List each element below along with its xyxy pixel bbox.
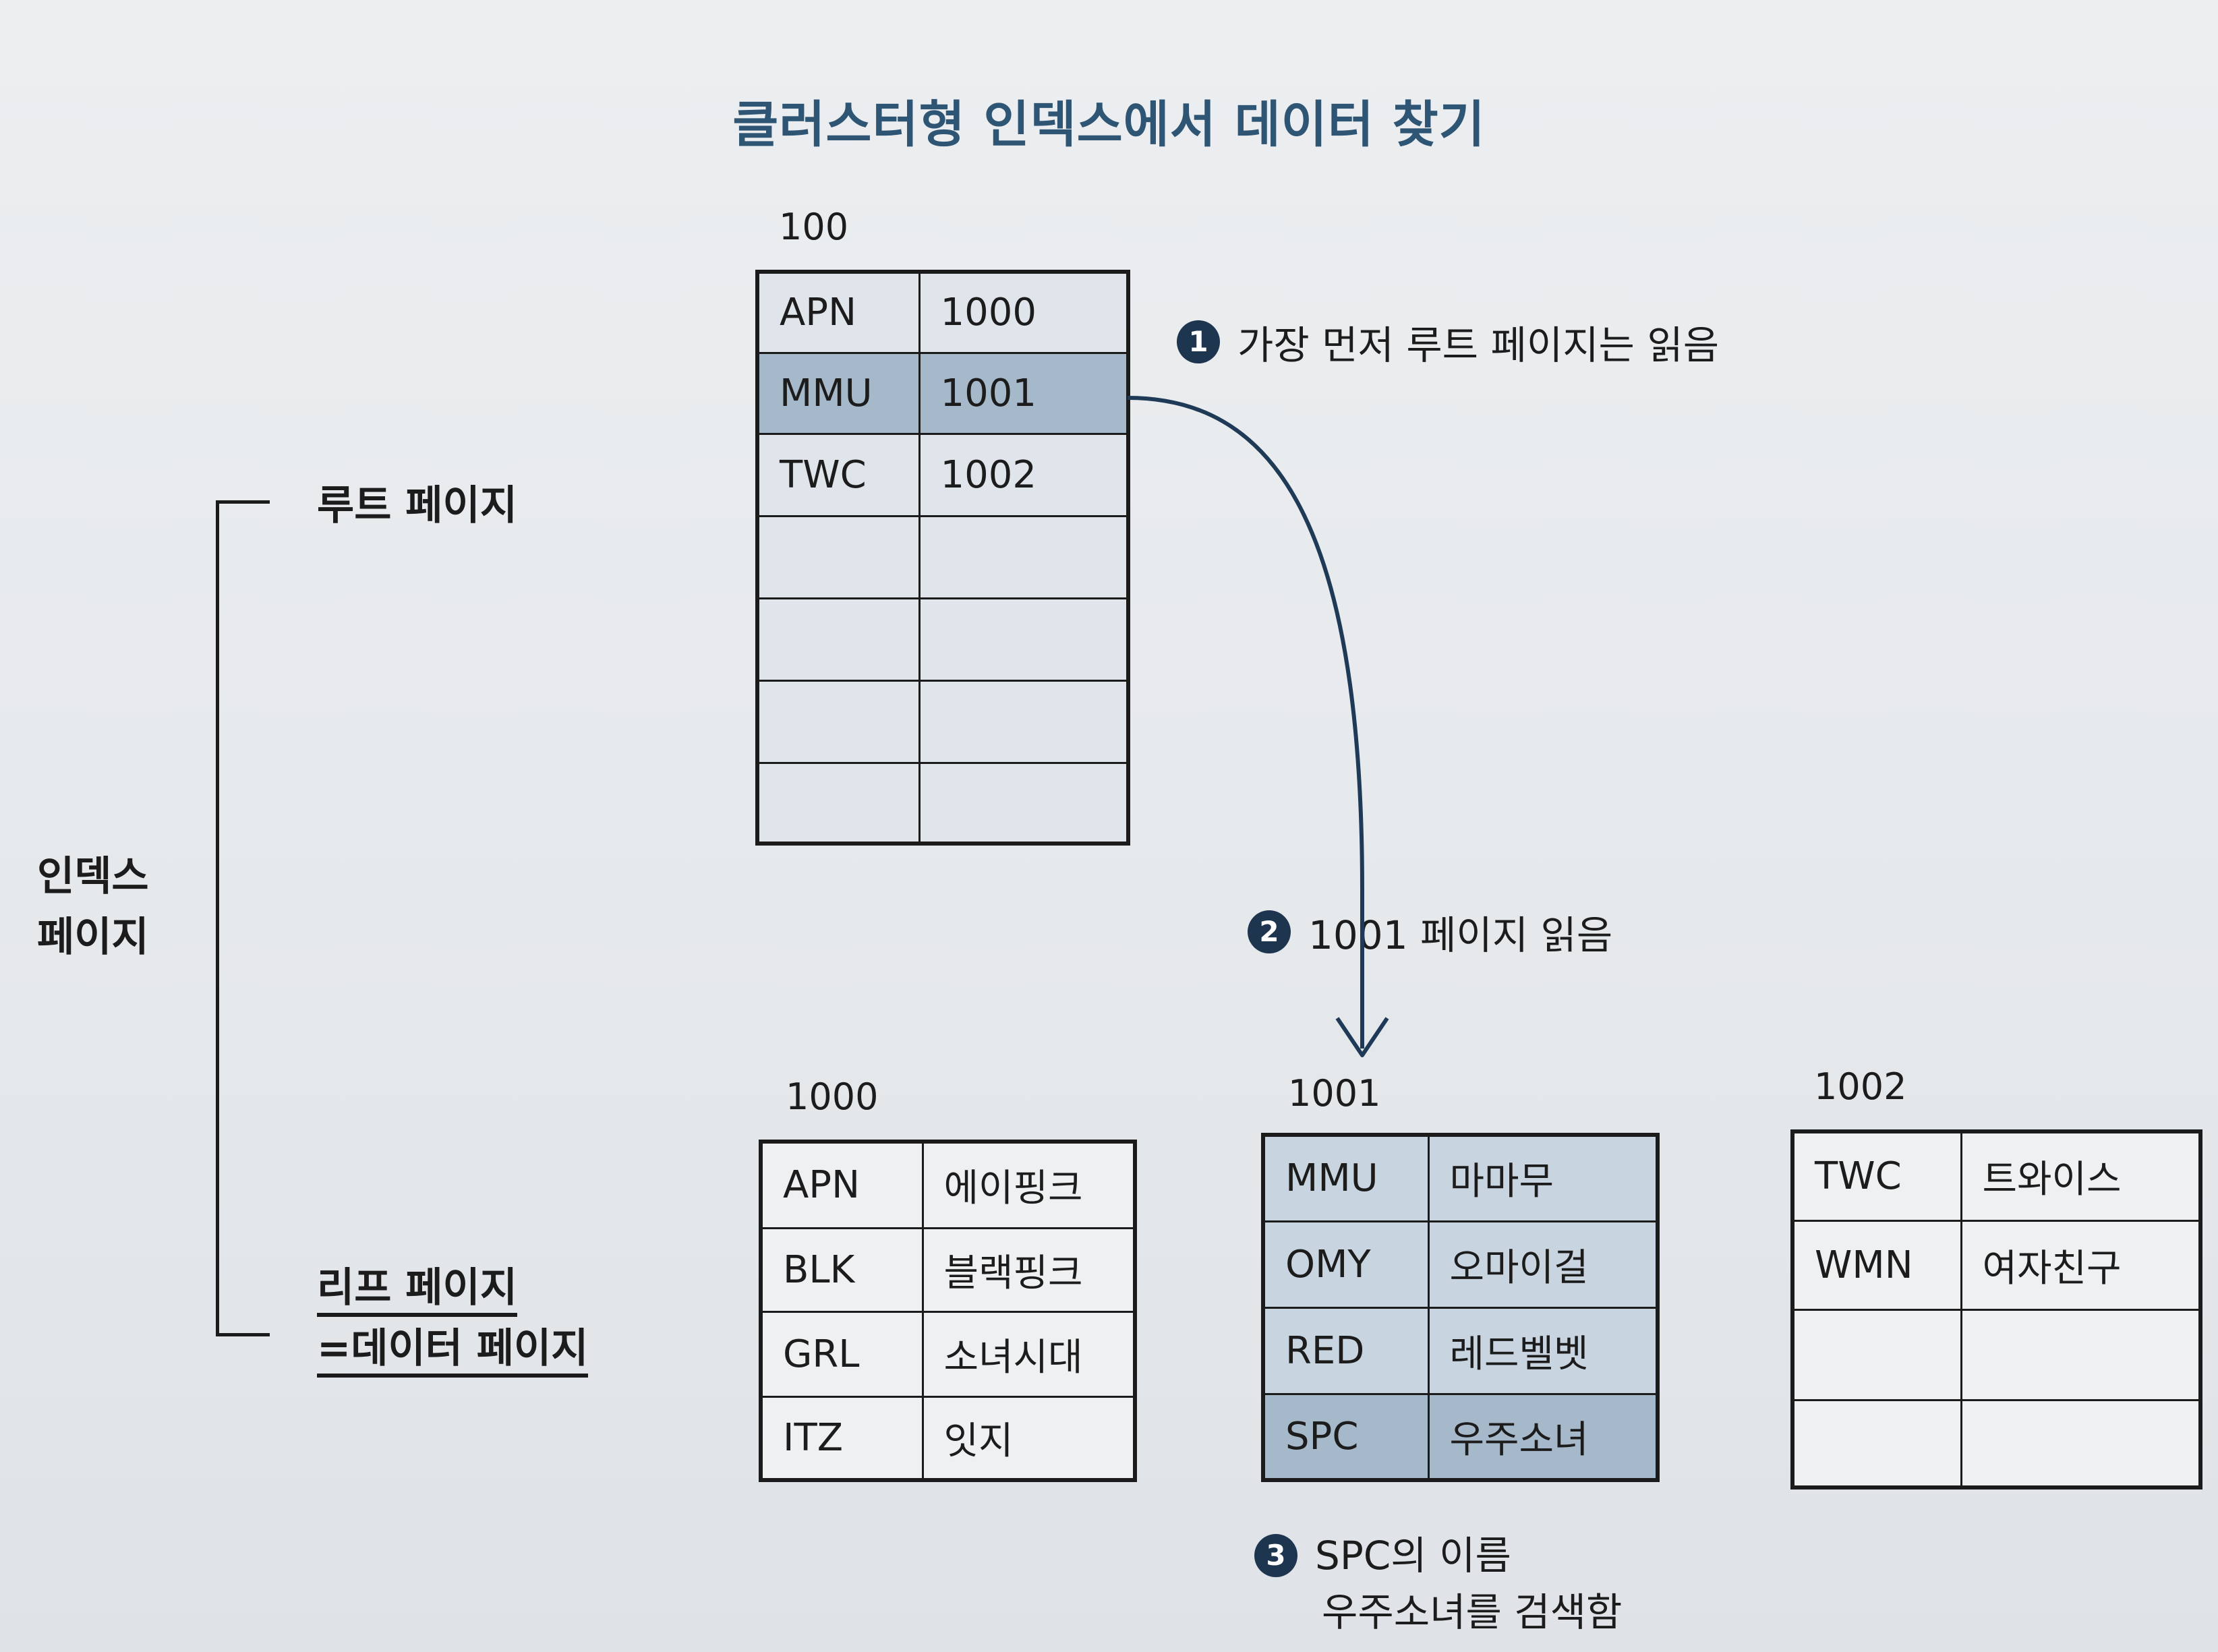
table-row-empty <box>756 761 1130 845</box>
table-row-empty <box>756 514 1130 599</box>
root-key-cell: TWC <box>756 432 921 517</box>
root-key-cell: APN <box>756 270 921 354</box>
root-key-cell: MMU <box>756 351 921 435</box>
root-page-label: 루트 페이지 <box>317 482 517 529</box>
table-row: WMN 여자친구 <box>1791 1219 2202 1311</box>
table-row-empty <box>1791 1398 2202 1489</box>
diagram-title: 클러스터형 인덱스에서 데이터 찾기 <box>732 96 1486 154</box>
leaf-page-label-line1: 리프 페이지 <box>317 1264 517 1317</box>
leaf-value-cell: 레드벨벳 <box>1427 1306 1659 1395</box>
index-bracket <box>216 500 270 1336</box>
leaf-value-cell: 마마무 <box>1427 1133 1659 1222</box>
leaf-key-cell: TWC <box>1791 1130 1962 1222</box>
table-row: MMU 마마무 <box>1262 1133 1659 1222</box>
table-row: BLK 블랙핑크 <box>759 1227 1136 1313</box>
index-page-label-line2: 페이지 <box>37 914 149 961</box>
step-3-text-line2: 우주소녀를 검색함 <box>1322 1589 1623 1636</box>
leaf-value-cell: 잇지 <box>921 1395 1136 1481</box>
table-row: RED 레드벨벳 <box>1262 1306 1659 1395</box>
step-2-badge: 2 <box>1248 910 1291 953</box>
leaf-key-cell: BLK <box>759 1227 924 1313</box>
table-row-empty <box>756 597 1130 682</box>
leaf-page-label: 리프 페이지 =데이터 페이지 <box>317 1258 589 1379</box>
leaf-key-cell: RED <box>1262 1306 1430 1395</box>
leaf-value-cell: 블랙핑크 <box>921 1227 1136 1313</box>
table-row-empty <box>1791 1308 2202 1401</box>
leaf-value-cell: 오마이걸 <box>1427 1220 1659 1309</box>
step-1-text: 가장 먼저 루트 페이지는 읽음 <box>1237 322 1720 368</box>
step-1-note: 1 가장 먼저 루트 페이지는 읽음 <box>1177 314 1719 370</box>
step-3-note: 3 SPC의 이름 우주소녀를 검색함 <box>1254 1527 1622 1641</box>
leaf-value-cell <box>1960 1398 2202 1489</box>
leaf-page-1000-table: APN 에이핑크 BLK 블랙핑크 GRL 소녀시대 ITZ 잇지 <box>759 1140 1137 1482</box>
index-page-label: 인덱스 페이지 <box>37 846 149 968</box>
root-pointer-cell: 1001 <box>918 351 1130 435</box>
leaf-key-cell: GRL <box>759 1310 924 1398</box>
leaf-key-cell: WMN <box>1791 1219 1962 1311</box>
leaf-key-cell: OMY <box>1262 1220 1430 1309</box>
table-row: TWC 1002 <box>756 432 1130 517</box>
leaf-page-1001-table: MMU 마마무 OMY 오마이걸 RED 레드벨벳 SPC 우주소녀 <box>1261 1133 1660 1482</box>
table-row: APN 에이핑크 <box>759 1140 1136 1229</box>
table-row: TWC 트와이스 <box>1791 1130 2202 1222</box>
leaf-value-cell: 우주소녀 <box>1427 1392 1659 1481</box>
table-row: OMY 오마이걸 <box>1262 1220 1659 1309</box>
root-pointer-cell: 1002 <box>918 432 1130 517</box>
table-row: APN 1000 <box>756 270 1130 354</box>
leaf-key-cell: MMU <box>1262 1133 1430 1222</box>
step-2-text: 1001 페이지 읽음 <box>1308 912 1613 958</box>
leaf-page-1000-id: 1000 <box>786 1075 879 1118</box>
leaf-key-cell <box>1791 1308 1962 1401</box>
leaf-key-cell: ITZ <box>759 1395 924 1481</box>
step-2-note: 2 1001 페이지 읽음 <box>1248 904 1612 960</box>
leaf-page-1001-id: 1001 <box>1288 1072 1381 1115</box>
leaf-key-cell: APN <box>759 1140 924 1229</box>
root-page-table: APN 1000 MMU 1001 TWC 1002 <box>755 270 1130 846</box>
leaf-value-cell: 에이핑크 <box>921 1140 1136 1229</box>
leaf-page-label-line2: =데이터 페이지 <box>317 1325 589 1378</box>
table-row-highlighted: SPC 우주소녀 <box>1262 1392 1659 1481</box>
step-1-badge: 1 <box>1177 320 1220 363</box>
leaf-key-cell <box>1791 1398 1962 1489</box>
root-page-id: 100 <box>779 206 849 248</box>
table-row: ITZ 잇지 <box>759 1395 1136 1481</box>
index-page-label-line1: 인덱스 <box>37 853 149 900</box>
leaf-value-cell: 소녀시대 <box>921 1310 1136 1398</box>
leaf-value-cell <box>1960 1308 2202 1401</box>
table-row: GRL 소녀시대 <box>759 1310 1136 1398</box>
leaf-key-cell: SPC <box>1262 1392 1430 1481</box>
step-3-text-line1: SPC의 이름 <box>1315 1533 1511 1579</box>
table-row-empty <box>756 679 1130 764</box>
leaf-page-1002-id: 1002 <box>1814 1065 1907 1108</box>
leaf-value-cell: 트와이스 <box>1960 1130 2202 1222</box>
step-3-badge: 3 <box>1254 1534 1297 1578</box>
leaf-value-cell: 여자친구 <box>1960 1219 2202 1311</box>
leaf-page-1002-table: TWC 트와이스 WMN 여자친구 <box>1790 1129 2202 1489</box>
root-pointer-cell: 1000 <box>918 270 1130 354</box>
table-row-highlighted: MMU 1001 <box>756 351 1130 435</box>
